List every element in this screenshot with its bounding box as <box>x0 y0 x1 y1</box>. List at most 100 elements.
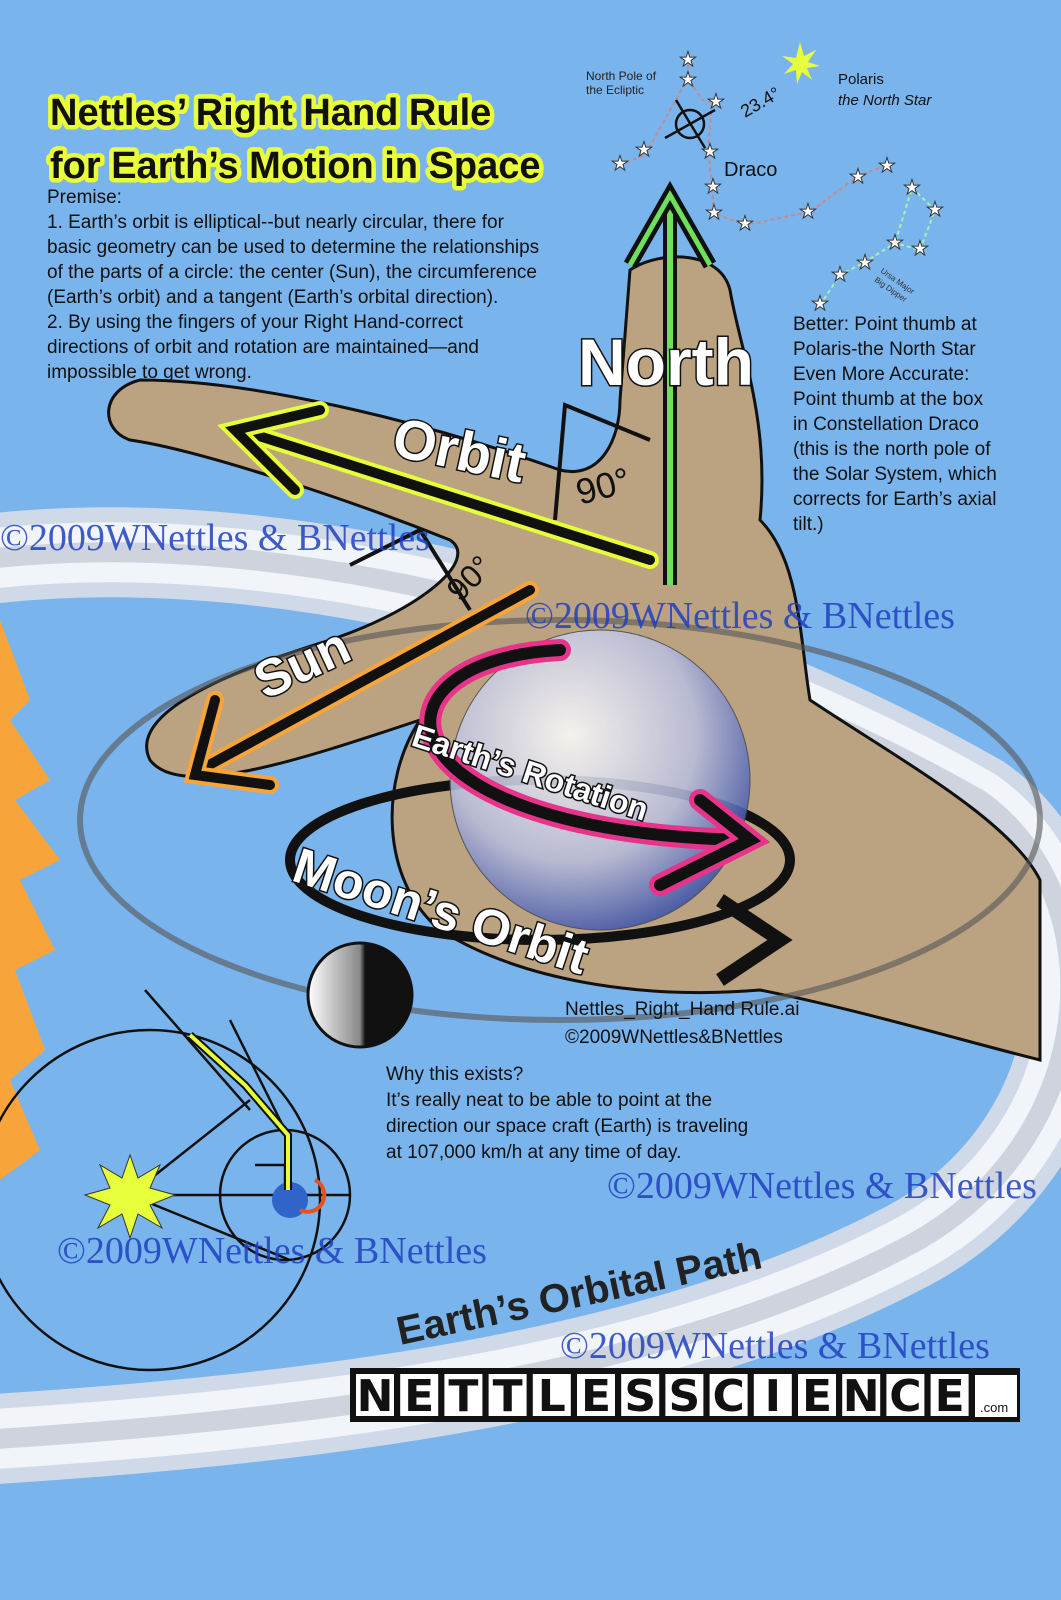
logo-suffix: .com <box>980 1400 1008 1415</box>
moon-orbit-arrowhead <box>716 894 793 986</box>
watermark: ©2009WNettles & BNettles <box>57 1230 487 1272</box>
why-text: Why this exists? It’s really neat to be … <box>386 1064 748 1163</box>
logo-letter: E <box>935 1371 965 1422</box>
svg-text:★: ★ <box>799 199 817 223</box>
svg-text:★: ★ <box>911 236 929 260</box>
better-line: the Solar System, which <box>793 464 997 485</box>
label-polaris: Polaris <box>838 71 884 88</box>
small-earth <box>272 1182 308 1218</box>
better-line: (this is the north pole of <box>793 439 991 460</box>
sun-icon <box>0 620 60 1180</box>
logo-letter: T <box>448 1371 478 1422</box>
file-name: Nettles_Right_Hand Rule.ai <box>565 999 799 1020</box>
why-line: direction our space craft (Earth) is tra… <box>386 1116 748 1137</box>
logo-letter: S <box>624 1371 656 1422</box>
watermark: ©2009WNettles & BNettles <box>607 1165 1037 1207</box>
earth <box>449 629 751 931</box>
logo-letter-box <box>886 1374 925 1416</box>
premise-line: of the parts of a circle: the center (Su… <box>47 262 537 283</box>
logo-letter-box <box>532 1374 571 1416</box>
svg-text:★: ★ <box>704 174 722 198</box>
better-line: Even More Accurate: <box>793 364 969 385</box>
why-line: at 107,000 km/h at any time of day. <box>386 1142 681 1163</box>
logo-letter-box <box>444 1374 483 1416</box>
watermark: ©2009WNettles & BNettles <box>525 595 955 637</box>
logo-letter-box <box>798 1374 836 1416</box>
svg-text:★: ★ <box>679 47 697 71</box>
better-line: corrects for Earth’s axial <box>793 489 996 510</box>
logo-letter: T <box>493 1371 523 1422</box>
north-arrow <box>623 180 717 585</box>
logo-letter: C <box>889 1371 921 1422</box>
better-line: Polaris-the North Star <box>793 339 976 360</box>
svg-text:★: ★ <box>707 89 725 113</box>
watermark: ©2009WNettles & BNettles <box>0 517 430 559</box>
logo-letter: C <box>712 1371 744 1422</box>
premise-line: 2. By using the fingers of your Right Ha… <box>47 312 464 333</box>
ursa-major-constellation <box>819 186 937 306</box>
watermark: ©2009WNettles & BNettles <box>560 1325 990 1367</box>
label-draco: Draco <box>724 159 777 181</box>
title-line-2: for Earth’s Motion in Space <box>50 145 541 187</box>
small-rotation-arrow-icon <box>299 1178 327 1214</box>
svg-text:★: ★ <box>856 250 874 274</box>
logo-letter-box <box>709 1374 748 1416</box>
file-copyright: ©2009WNettles&BNettles <box>565 1027 783 1048</box>
sun-arrow <box>183 581 539 794</box>
logo-letter-box <box>356 1374 394 1416</box>
small-sun-icon <box>83 1153 177 1240</box>
svg-text:★: ★ <box>701 139 719 163</box>
logo-letter: S <box>669 1371 701 1422</box>
better-line: tilt.) <box>793 514 824 535</box>
logo-letter: N <box>843 1371 880 1422</box>
rotation-arrow <box>419 639 771 896</box>
why-line: It’s really neat to be able to point at … <box>386 1090 712 1111</box>
premise-heading: Premise: <box>47 187 122 208</box>
svg-text:★: ★ <box>611 151 629 175</box>
better-line: in Constellation Draco <box>793 414 979 435</box>
logo-letter-box <box>621 1374 660 1416</box>
polaris-star-icon <box>782 42 820 84</box>
logo-letter-box <box>930 1374 969 1416</box>
logo-letter-box <box>842 1374 881 1416</box>
premise-line: directions of orbit and rotation are mai… <box>47 337 479 358</box>
svg-text:★: ★ <box>736 211 754 235</box>
premise-line: 1. Earth’s orbit is elliptical--but near… <box>47 212 505 233</box>
orbit-geometry-diagram <box>0 989 352 1372</box>
svg-text:★: ★ <box>926 197 944 221</box>
logo-letter: E <box>581 1371 611 1422</box>
premise-line: basic geometry can be used to determine … <box>47 237 539 258</box>
draco-constellation <box>619 58 888 227</box>
right-angle-mark <box>349 527 472 612</box>
label-ecliptic-pole-2: the Ecliptic <box>586 83 644 97</box>
right-angle-mark <box>553 402 651 521</box>
svg-text:★: ★ <box>705 200 723 224</box>
svg-text:★: ★ <box>849 164 867 188</box>
moon <box>306 941 414 1049</box>
logo-letter-box <box>400 1374 439 1416</box>
logo-letter: E <box>404 1371 434 1422</box>
better-line: Better: Point thumb at <box>793 314 977 335</box>
svg-text:★: ★ <box>878 153 896 177</box>
better-line: Point thumb at the box <box>793 389 984 410</box>
svg-text:★: ★ <box>679 67 697 91</box>
better-text: Better: Point thumb at Polaris-the North… <box>793 314 997 535</box>
ecliptic-pole-marker <box>664 99 716 149</box>
logo-letter: I <box>765 1371 781 1422</box>
logo-letter: L <box>538 1371 566 1422</box>
label-ecliptic-pole-1: North Pole of <box>586 69 657 83</box>
svg-text:★: ★ <box>831 262 849 286</box>
svg-text:★: ★ <box>635 137 653 161</box>
title-line-1: Nettles’ Right Hand Rule <box>50 92 491 134</box>
svg-text:★: ★ <box>903 175 921 199</box>
premise-text: Premise: 1. Earth’s orbit is elliptical-… <box>47 187 539 383</box>
small-tangent-arrows <box>187 1032 292 1190</box>
why-line: Why this exists? <box>386 1064 523 1085</box>
logo-letter-box <box>577 1374 615 1416</box>
orbit-arrow <box>217 401 659 569</box>
premise-line: impossible to get wrong. <box>47 362 252 383</box>
logo-letter-box <box>665 1374 704 1416</box>
logo-letter: E <box>802 1371 832 1422</box>
